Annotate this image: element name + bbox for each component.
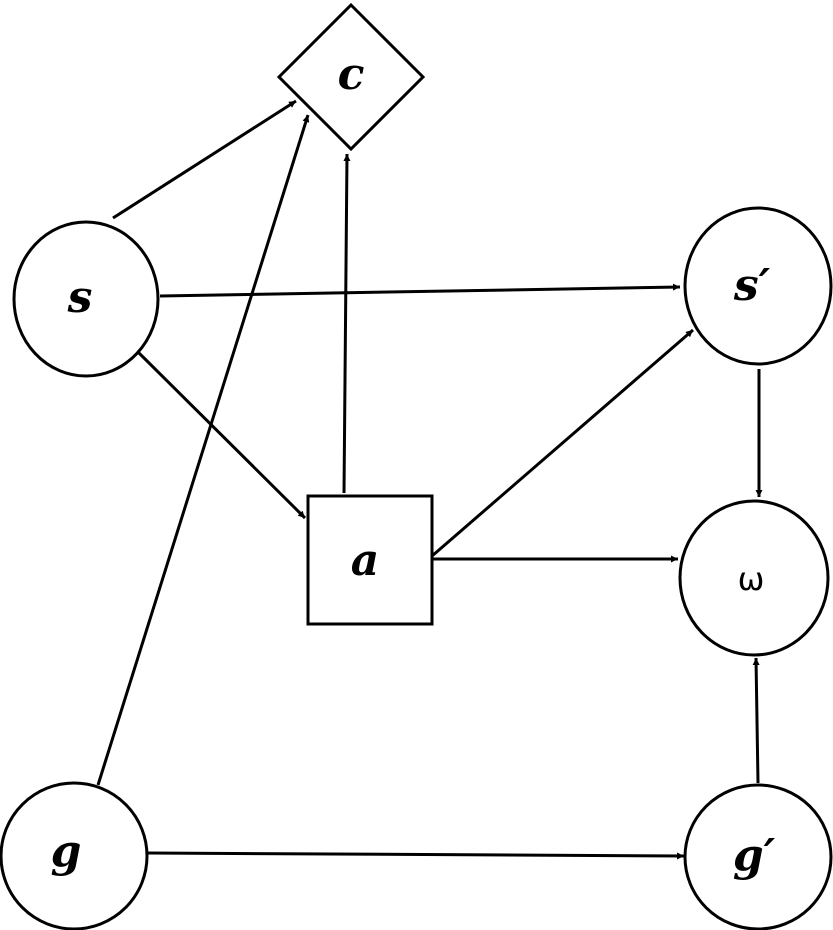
edge-s-to-s-prime — [159, 283, 681, 298]
node-s-prime-label: s′ — [733, 260, 771, 311]
node-s-prime: s′ — [683, 206, 833, 366]
edge-a-to-s-prime — [431, 328, 694, 558]
node-c-label: c — [338, 49, 365, 100]
edges — [96, 99, 763, 860]
node-s-label: s — [67, 272, 93, 323]
node-g-prime-label: g′ — [733, 830, 776, 881]
node-a-square — [306, 494, 434, 626]
edge-s-to-a — [137, 351, 307, 520]
node-g: g — [0, 781, 149, 930]
node-a-label: a — [351, 535, 380, 586]
node-g-prime-circle — [683, 783, 833, 930]
node-s: s — [12, 220, 160, 378]
node-g-circle — [0, 781, 149, 930]
edge-g-to-c — [96, 114, 310, 786]
node-g-label: g — [51, 826, 82, 877]
node-c: c — [276, 2, 426, 152]
node-a: a — [306, 494, 434, 626]
edge-a-to-c — [342, 153, 351, 494]
node-c-diamond — [276, 2, 426, 152]
edge-s-to-c — [112, 99, 297, 220]
node-s-prime-circle — [683, 206, 833, 366]
edge-g-to-g-prime — [147, 851, 685, 860]
node-omega: ω — [678, 499, 830, 657]
node-omega-circle — [678, 499, 830, 657]
node-g-prime: g′ — [683, 783, 833, 930]
edge-g-prime-to-omega — [752, 657, 760, 784]
node-s-circle — [12, 220, 160, 378]
node-omega-label: ω — [738, 560, 765, 598]
